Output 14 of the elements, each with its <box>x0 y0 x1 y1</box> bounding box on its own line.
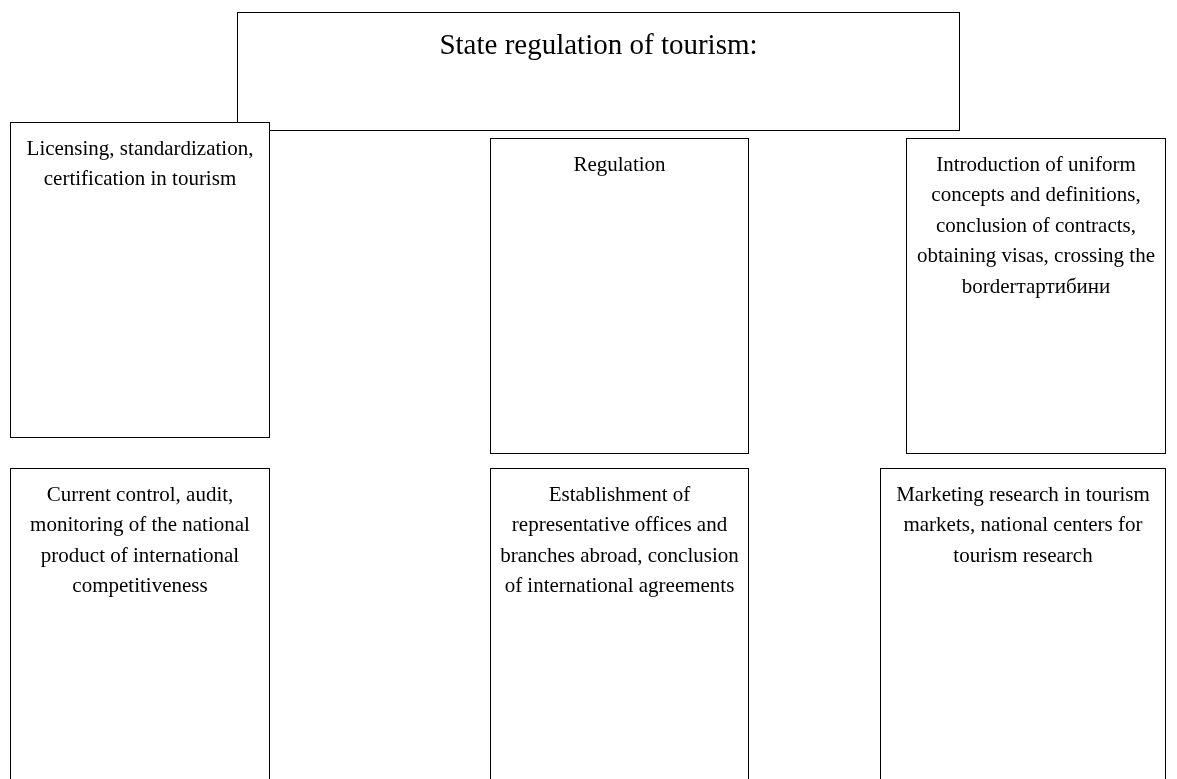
text-box <box>490 138 749 454</box>
box-text: Regulation <box>573 151 666 178</box>
box-text: Current control, audit, monitoring of the national product of international competitiveness <box>29 481 251 600</box>
text-box <box>10 122 270 438</box>
title-text: State regulation of tourism: <box>439 27 758 62</box>
text-box <box>490 468 749 779</box>
text-box <box>906 138 1166 454</box>
box-text: Licensing, standardization, certification in tourism <box>25 135 255 193</box>
box-text: Establishment of representative offices and branches abroad, conclusion of international agreements <box>499 481 740 600</box>
text-box <box>880 468 1166 779</box>
box-text: Marketing research in tourism markets, national centers for tourism research <box>895 481 1151 569</box>
title-box <box>237 12 960 131</box>
box-text: Introduction of uniform concepts and definitions, conclusion of contracts, obtaining visas, crossing the borderтартибини <box>916 151 1156 300</box>
text-box <box>10 468 270 779</box>
